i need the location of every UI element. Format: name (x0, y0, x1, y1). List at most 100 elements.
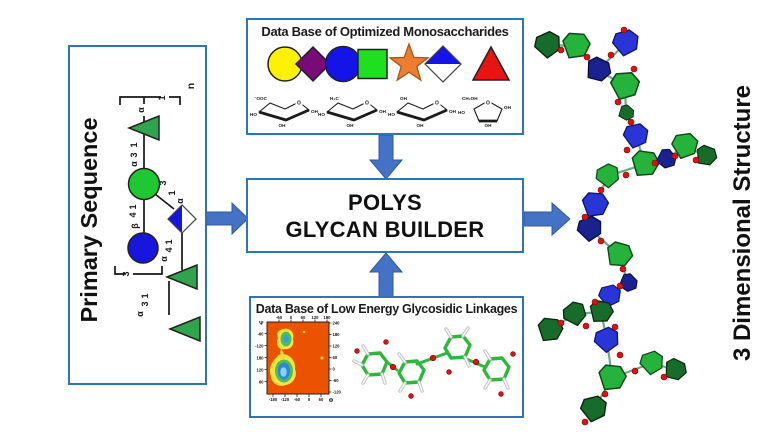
svg-text:-120: -120 (333, 390, 342, 395)
svg-text:1: 1 (167, 190, 177, 195)
svg-text:α: α (175, 198, 185, 204)
svg-text:4: 4 (128, 212, 138, 217)
svg-text:OH: OH (485, 123, 493, 128)
energy-map-ticks (264, 319, 332, 397)
hydrogen-sticks (352, 326, 510, 393)
svg-text:3: 3 (121, 271, 131, 276)
svg-text:1: 1 (128, 204, 138, 209)
svg-text:α: α (136, 107, 146, 113)
svg-text:α: α (135, 311, 145, 317)
svg-text:O: O (486, 101, 490, 107)
svg-text:⁻OOC: ⁻OOC (254, 96, 268, 101)
builder-title-line1: POLYS (347, 189, 423, 215)
svg-text:-120: -120 (255, 344, 264, 349)
svg-text:HO: HO (388, 112, 395, 117)
svg-text:Φ: Φ (329, 398, 334, 404)
primary-sequence-title: Primary Sequence (76, 117, 102, 322)
linkage-conformers-3d (352, 326, 516, 399)
svg-text:HO: HO (250, 112, 257, 117)
flow-arrow-monosaccharides-to-builder (369, 135, 403, 179)
svg-text:120: 120 (312, 316, 320, 320)
svg-text:α: α (129, 161, 139, 167)
svg-text:OH: OH (449, 109, 457, 114)
sugar-chair-structure: O ⁻OOC HO OH OH (250, 96, 319, 128)
linkage-database-title: Data Base of Low Energy Glycosidic Linka… (255, 302, 518, 316)
svg-text:OH: OH (504, 105, 512, 110)
svg-text:OH: OH (379, 109, 387, 114)
svg-text:60: 60 (333, 355, 338, 360)
svg-text:0: 0 (333, 367, 336, 372)
svg-text:-60: -60 (257, 332, 264, 337)
purple-diamond-icon (294, 45, 332, 83)
orange-star-icon (388, 42, 430, 82)
svg-text:180: 180 (257, 356, 265, 361)
svg-text:OH: OH (279, 123, 287, 128)
polys-glycan-builder-box: POLYS GLYCAN BUILDER (246, 178, 524, 253)
glycan-symbol-green-triangle (164, 263, 198, 291)
svg-text:60: 60 (259, 380, 264, 385)
svg-text:O: O (365, 101, 369, 107)
svg-text:0: 0 (290, 316, 293, 320)
glycan-symbol-green-triangle (126, 114, 160, 142)
svg-text:3: 3 (140, 301, 150, 306)
svg-text:OH: OH (417, 123, 425, 128)
flow-arrow-builder-to-structure (524, 201, 570, 237)
svg-text:n: n (185, 83, 197, 89)
three-d-structure-graphic (530, 26, 721, 426)
energy-map: -180 -120 -60 0 60 Φ -60 0 60 120 180 Ψ … (255, 316, 342, 404)
svg-text:O: O (435, 101, 439, 107)
glycan-symbol-blue-white-diamond (167, 204, 197, 234)
sugar-chair-structures-row: O ⁻OOC HO OH OH O H₃C HO OH OH O (250, 96, 512, 128)
svg-text:HO: HO (458, 110, 465, 115)
svg-text:0: 0 (308, 397, 311, 402)
linkage-database-box: Data Base of Low Energy Glycosidic Linka… (249, 296, 524, 418)
repeat-bracket-bottom (114, 266, 163, 275)
blue-white-diamond-icon (424, 45, 462, 83)
flow-arrow-sequence-to-builder (206, 201, 248, 236)
sugar-furanose-structure: O CH₂OH HO OH OH (458, 96, 512, 128)
svg-text:β: β (130, 223, 140, 229)
svg-text:1: 1 (140, 293, 150, 298)
svg-text:120: 120 (257, 368, 265, 373)
energy-map-y-ticks-left: Ψ -60 -120 180 120 60 (255, 321, 264, 385)
energy-map-x-ticks-top: -60 0 60 120 180 (276, 316, 331, 320)
oxygen-atoms (354, 339, 516, 399)
red-triangle-icon (471, 45, 511, 81)
svg-text:OH: OH (400, 96, 408, 101)
svg-text:4: 4 (164, 247, 174, 252)
svg-text:OH: OH (311, 109, 319, 114)
energy-map-y-ticks-right: 240 180 120 60 0 -60 -120 (333, 321, 342, 395)
green-square-icon (357, 48, 388, 80)
svg-text:1: 1 (129, 142, 139, 147)
builder-title-line2: GLYCAN BUILDER (285, 216, 485, 242)
sugar-chair-structure: O OH HO OH OH (388, 96, 457, 128)
blue-circle-icon (324, 45, 362, 83)
primary-sequence-panel: Primary Sequence 1 n α 3 (68, 45, 207, 385)
svg-text:1: 1 (157, 95, 167, 100)
svg-text:OH: OH (347, 123, 355, 128)
repeat-bracket-top (119, 96, 181, 105)
sugar-chair-structure: O H₃C HO OH OH (318, 96, 387, 128)
flow-arrow-linkages-to-builder (369, 253, 403, 297)
glycan-symbol-blue-circle (127, 232, 159, 264)
svg-text:-60: -60 (276, 316, 283, 320)
svg-text:240: 240 (333, 321, 341, 326)
svg-text:H₃C: H₃C (330, 96, 339, 101)
linkage-labels: 1 3 α 3 1 α 1 4 β 1 4 α 1 3 α (128, 142, 185, 316)
svg-text:HO: HO (318, 112, 325, 117)
monosaccharide-database-title: Data Base of Optimized Monosaccharides (261, 24, 509, 39)
svg-text:CH₂OH: CH₂OH (462, 96, 478, 101)
svg-text:3: 3 (158, 180, 168, 185)
oxygen-atoms-3d (557, 26, 700, 426)
svg-text:-60: -60 (333, 378, 340, 383)
svg-text:1: 1 (164, 239, 174, 244)
svg-text:-180: -180 (269, 397, 278, 402)
svg-text:-120: -120 (281, 397, 290, 402)
svg-text:Ψ: Ψ (259, 321, 264, 327)
monosaccharide-symbols-row (267, 42, 511, 83)
three-d-structure-title: 3 Dimensional Structure (729, 84, 756, 362)
svg-text:60: 60 (319, 397, 324, 402)
sugar-rings-3d (530, 27, 721, 424)
glycan-symbol-green-triangle (167, 315, 201, 343)
